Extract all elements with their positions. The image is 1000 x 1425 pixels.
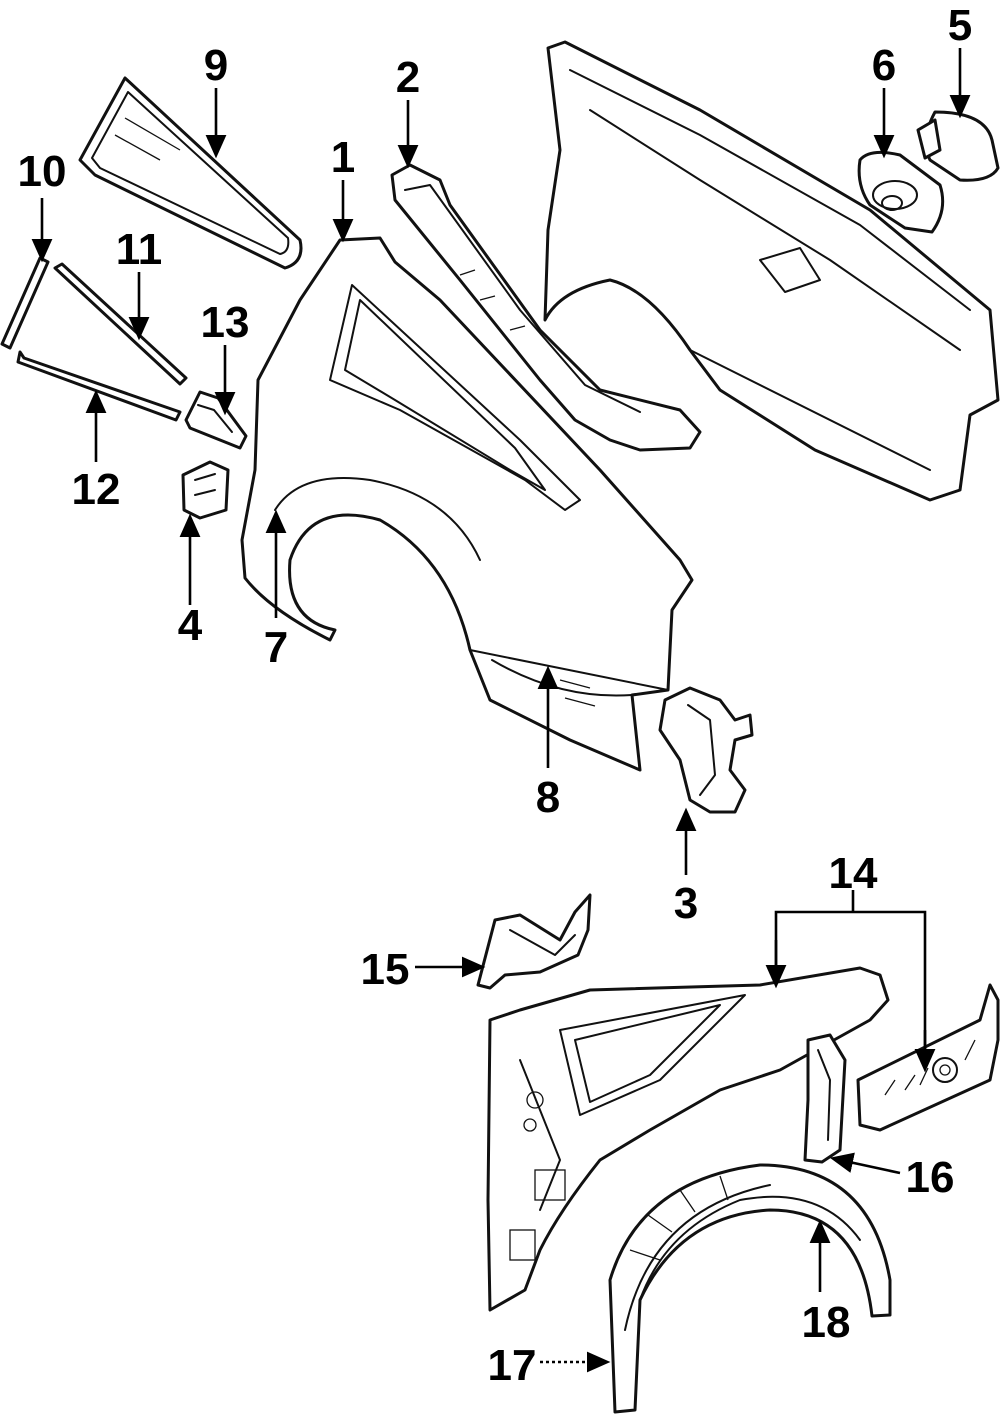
callout-4: 4 — [178, 601, 203, 650]
quarter-panel-part — [240, 236, 694, 772]
inner-rail-part — [390, 163, 702, 452]
callout-6: 6 — [872, 41, 896, 90]
callout-16: 16 — [906, 1153, 955, 1202]
callout-9: 9 — [204, 41, 228, 90]
callout-8: 8 — [536, 773, 560, 822]
callout-2: 2 — [396, 53, 420, 102]
callout-1: 1 — [331, 133, 355, 182]
callout-17: 17 — [488, 1341, 537, 1390]
inner-quarter-assembly-part — [486, 966, 890, 1312]
callout-10: 10 — [18, 147, 67, 196]
callout-18: 18 — [802, 1298, 851, 1347]
fuel-door-part — [916, 110, 1000, 182]
callout-7: 7 — [264, 623, 288, 672]
panel-15-part — [476, 893, 592, 990]
outer-quarter-panel-part — [543, 40, 1000, 502]
callout-11: 11 — [116, 225, 163, 274]
bracket-13-part — [184, 390, 248, 450]
quarter-glass-part — [78, 76, 303, 270]
callout-3: 3 — [674, 879, 698, 928]
wheelhouse-part — [608, 1163, 892, 1414]
callout-15: 15 — [361, 945, 410, 994]
bracket-3-part — [658, 686, 754, 814]
weatherstrip-set — [0, 256, 188, 422]
callout-13: 13 — [201, 298, 250, 347]
clip-4-part — [181, 460, 230, 520]
callout-12: 12 — [72, 465, 121, 514]
leader-lines — [31, 48, 971, 1373]
callout-5: 5 — [948, 1, 972, 50]
bracket-16-part — [803, 1033, 847, 1164]
callout-14: 14 — [829, 849, 878, 898]
callout-labels: 1 2 3 4 5 6 7 8 9 10 11 12 13 14 15 16 1… — [18, 1, 973, 1390]
